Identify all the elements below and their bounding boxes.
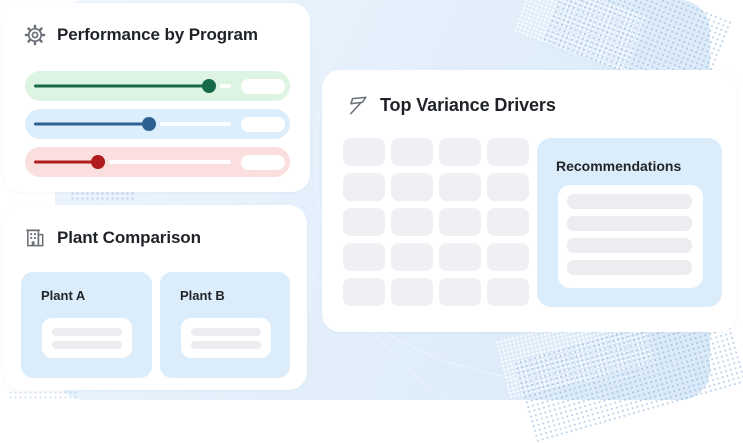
plant-comparison-card: Plant Comparison Plant A Plant B <box>3 205 307 390</box>
slider-row-blue <box>25 109 290 139</box>
grid-cell <box>439 173 481 201</box>
slider-value-pill <box>241 78 285 94</box>
plant-cards: Plant A Plant B <box>21 272 290 378</box>
hero-illustration: Performance by Program <box>3 0 743 443</box>
placeholder-bar <box>52 328 122 336</box>
grid-cell <box>487 278 529 306</box>
grid-cell <box>439 138 481 166</box>
slider-fill <box>34 122 150 126</box>
grid-cell <box>439 278 481 306</box>
placeholder-bar <box>567 260 692 275</box>
slider-track[interactable] <box>34 78 233 94</box>
placeholder-bar <box>52 341 122 349</box>
plant-a-label: Plant A <box>41 288 86 303</box>
plant-comparison-title: Plant Comparison <box>57 227 201 247</box>
slider-thumb[interactable] <box>90 155 105 169</box>
recommendations-skeleton <box>558 185 703 288</box>
slider-fill <box>34 160 98 164</box>
performance-card-header: Performance by Program <box>23 23 258 47</box>
variance-title: Top Variance Drivers <box>380 95 556 115</box>
flag-icon <box>347 94 370 117</box>
building-icon <box>24 226 47 249</box>
placeholder-bar <box>567 216 692 231</box>
grid-cell <box>343 278 385 306</box>
plant-b-label: Plant B <box>180 288 225 303</box>
slider-track[interactable] <box>34 116 233 132</box>
slider-row-green <box>25 71 290 101</box>
slider-remainder <box>108 160 231 164</box>
plant-b-skeleton <box>181 318 271 358</box>
variance-card: Top Variance Drivers Recommendations <box>322 70 737 332</box>
plant-b-card: Plant B <box>160 272 290 378</box>
placeholder-bar <box>191 328 261 336</box>
variance-header: Top Variance Drivers <box>347 94 556 117</box>
slider-remainder <box>220 84 231 88</box>
slider-value-pill <box>241 154 285 170</box>
slider-track[interactable] <box>34 154 233 170</box>
grid-cell <box>487 173 529 201</box>
slider-thumb[interactable] <box>142 117 157 131</box>
gear-icon <box>23 23 47 47</box>
grid-cell <box>439 243 481 271</box>
grid-cell <box>487 138 529 166</box>
recommendations-panel: Recommendations <box>537 138 722 307</box>
slider-remainder <box>160 122 231 126</box>
grid-cell <box>391 208 433 236</box>
grid-cell <box>343 208 385 236</box>
grid-cell <box>487 208 529 236</box>
plant-comparison-header: Plant Comparison <box>24 226 201 249</box>
slider-row-red <box>25 147 290 177</box>
placeholder-bar <box>567 194 692 209</box>
grid-cell <box>391 243 433 271</box>
grid-cell <box>343 173 385 201</box>
slider-fill <box>34 84 210 88</box>
plant-a-card: Plant A <box>21 272 152 378</box>
grid-cell <box>391 278 433 306</box>
placeholder-bar <box>191 341 261 349</box>
placeholder-bar <box>567 238 692 253</box>
grid-cell <box>391 173 433 201</box>
plant-a-skeleton <box>42 318 132 358</box>
variance-grid <box>343 138 529 306</box>
slider-value-pill <box>241 116 285 132</box>
grid-cell <box>439 208 481 236</box>
grid-cell <box>487 243 529 271</box>
performance-card: Performance by Program <box>3 3 310 192</box>
recommendations-title: Recommendations <box>556 158 682 174</box>
grid-cell <box>343 243 385 271</box>
slider-thumb[interactable] <box>202 79 217 93</box>
performance-title: Performance by Program <box>57 25 258 44</box>
grid-cell <box>391 138 433 166</box>
grid-cell <box>343 138 385 166</box>
program-sliders <box>25 71 290 177</box>
